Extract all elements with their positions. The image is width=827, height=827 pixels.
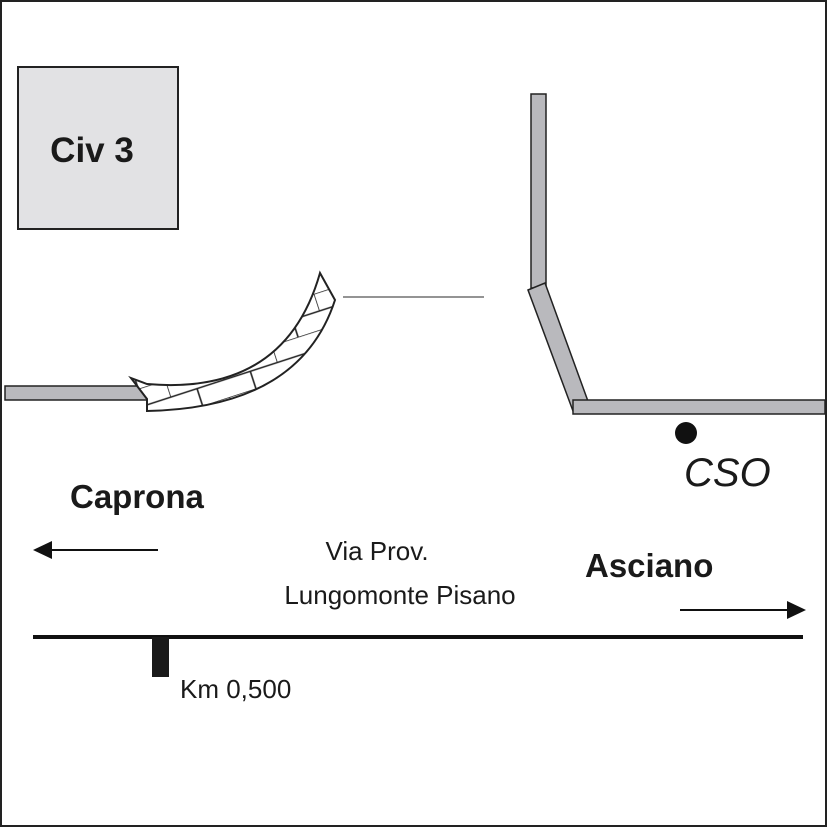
km-marker <box>152 637 169 677</box>
cso-label: CSO <box>684 451 771 495</box>
caprona-label: Caprona <box>70 478 205 515</box>
left-arrow-icon <box>33 541 158 559</box>
km-label: Km 0,500 <box>180 674 291 704</box>
asciano-label: Asciano <box>585 547 713 584</box>
building-box <box>17 66 179 230</box>
road-name-line2: Lungomonte Pisano <box>284 580 515 610</box>
right-vertical-wall <box>530 93 547 289</box>
road-name-line1: Via Prov. <box>325 536 428 566</box>
left-wall <box>4 385 148 401</box>
cso-point-marker <box>675 422 697 444</box>
right-arrow-icon <box>680 601 806 619</box>
building-civ-3: Civ 3 <box>17 66 179 230</box>
building-label: Civ 3 <box>50 131 134 170</box>
curved-brick-wall <box>128 270 337 413</box>
right-horizontal-wall <box>572 399 826 415</box>
